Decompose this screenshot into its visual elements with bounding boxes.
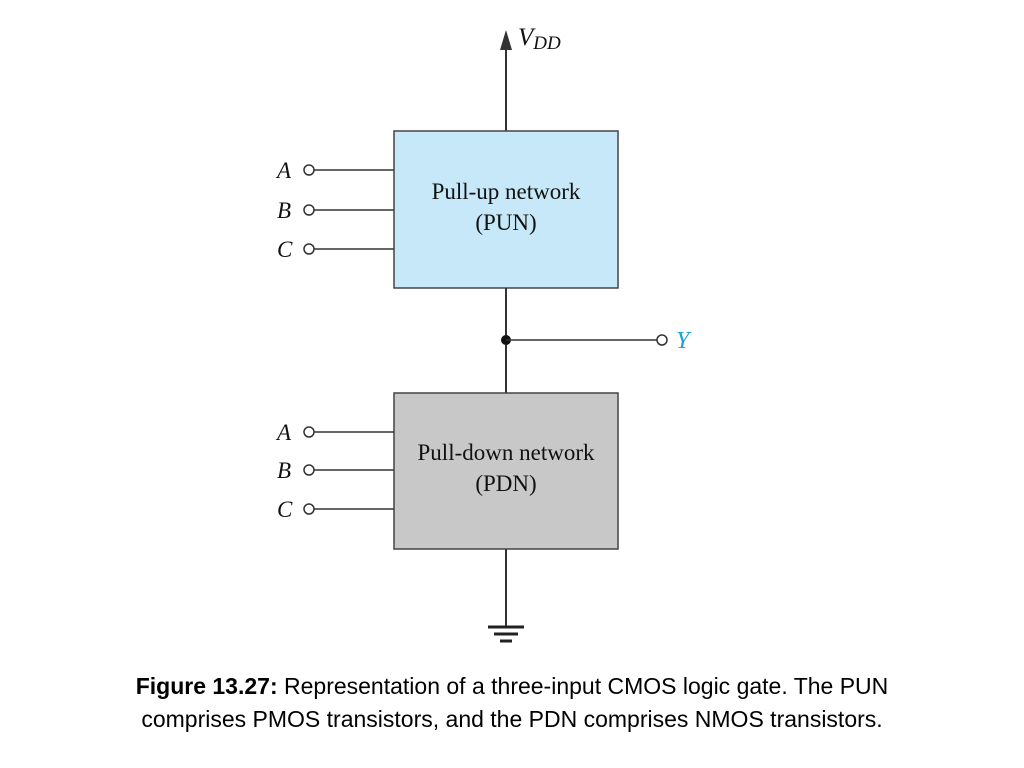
pun-input-c-terminal	[303, 243, 315, 255]
figure-caption: Figure 13.27: Representation of a three-…	[40, 670, 984, 736]
pun-input-c-label: C	[277, 237, 293, 262]
pun-input-b-terminal	[303, 204, 315, 216]
vdd-arrow-icon	[500, 30, 512, 50]
pdn-input-b-label: B	[277, 458, 291, 483]
caption-text-2: comprises PMOS transistors, and the PDN …	[141, 706, 883, 732]
pun-input-b-label: B	[277, 198, 291, 223]
pun-input-b: B	[277, 198, 394, 223]
caption-text-1: Representation of a three-input CMOS log…	[284, 673, 889, 699]
pdn-input-c-label: C	[277, 497, 293, 522]
pdn-input-a-label: A	[275, 420, 292, 445]
pun-input-a-label: A	[275, 158, 292, 183]
pun-input-a-terminal	[303, 164, 315, 176]
pdn-input-a: A	[275, 420, 394, 445]
pdn-input-c-terminal	[303, 503, 315, 515]
pun-input-a: A	[275, 158, 394, 183]
pun-abbrev: (PUN)	[475, 210, 536, 235]
pun-input-c: C	[277, 237, 394, 262]
pdn-title: Pull-down network	[418, 440, 595, 465]
pdn-input-a-terminal	[303, 426, 315, 438]
vdd-label: VDD	[518, 24, 561, 54]
cmos-gate-diagram: VDD Pull-up network (PUN) A B C Y Pull-d…	[275, 24, 692, 643]
ground-icon	[488, 625, 524, 643]
pdn-block	[393, 392, 619, 550]
caption-line-2: comprises PMOS transistors, and the PDN …	[40, 703, 984, 736]
pdn-input-b-terminal	[303, 464, 315, 476]
pdn-input-c: C	[277, 497, 394, 522]
caption-line-1: Figure 13.27: Representation of a three-…	[40, 670, 984, 703]
pdn-input-b: B	[277, 458, 394, 483]
pun-title: Pull-up network	[432, 179, 581, 204]
output-terminal	[656, 334, 668, 346]
pdn-abbrev: (PDN)	[475, 471, 536, 496]
caption-figure-label: Figure 13.27:	[135, 673, 278, 699]
output-label: Y	[676, 328, 692, 354]
